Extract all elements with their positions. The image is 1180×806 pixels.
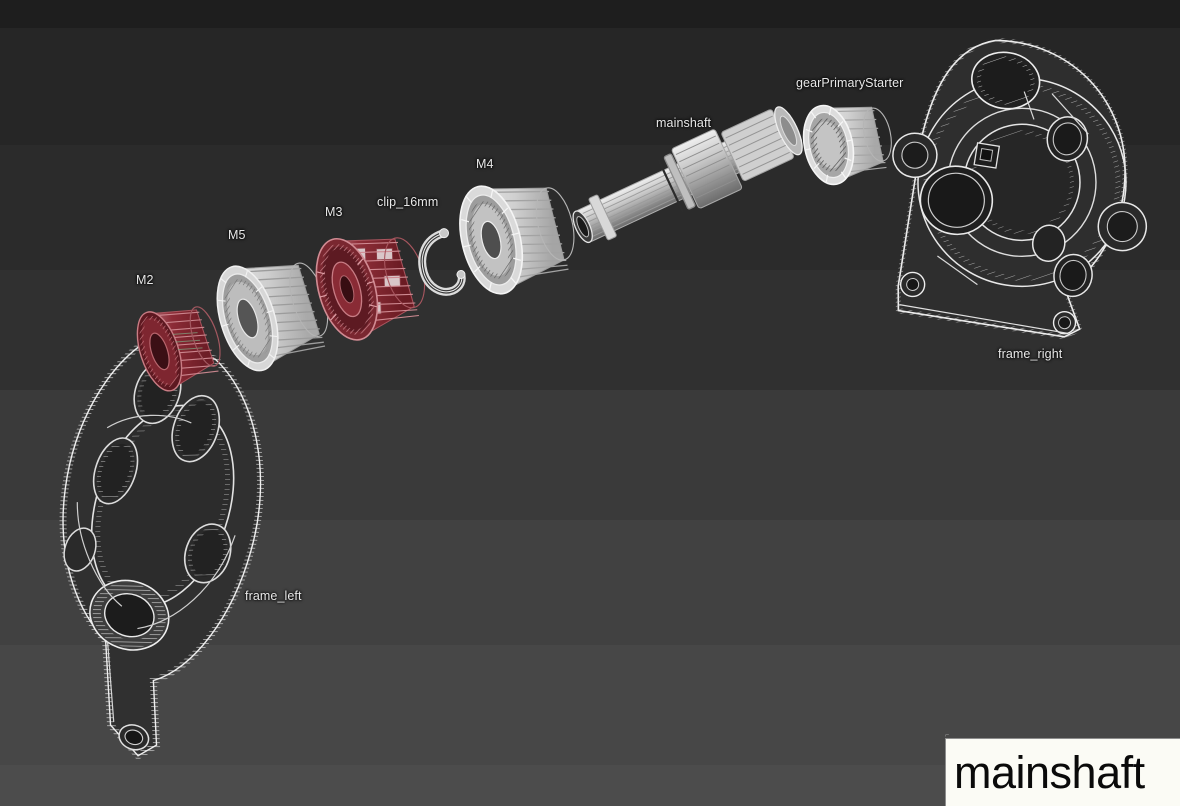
label-clip-16mm: clip_16mm [377,195,439,209]
part-m3[interactable] [306,218,432,348]
nameplate-tick: ⌐ [945,732,950,739]
label-m2: M2 [136,273,154,287]
label-gear-primary-starter: gearPrimaryStarter [796,76,904,90]
label-mainshaft: mainshaft [656,116,712,130]
active-object-name: mainshaft [954,747,1145,798]
label-m5: M5 [228,228,246,242]
part-m2[interactable] [128,288,236,398]
part-frame-left[interactable] [40,330,300,761]
label-frame-right: frame_right [998,347,1063,361]
label-m4: M4 [476,157,494,171]
active-object-nameplate: mainshaft [945,738,1180,806]
part-mainshaft[interactable] [560,106,820,244]
part-gear-primary-starter[interactable] [800,88,904,192]
part-clip-16mm[interactable] [415,222,471,302]
part-m5[interactable] [214,240,336,378]
label-m3: M3 [325,205,343,219]
part-m4[interactable] [459,168,578,296]
bg-band-0 [0,0,1180,28]
label-frame-left: frame_left [245,589,302,603]
part-frame-right[interactable] [890,32,1150,348]
